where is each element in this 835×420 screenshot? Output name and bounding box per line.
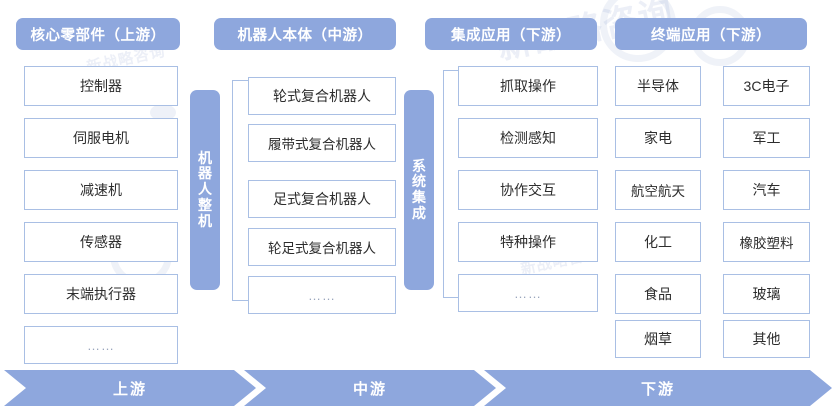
item-box-end-effector[interactable]: 末端执行器 xyxy=(24,274,178,314)
item-box-controller[interactable]: 控制器 xyxy=(24,66,178,106)
vertical-label-system-integration: 系统集成 xyxy=(404,90,434,290)
item-box-tracked-composite-robot[interactable]: 履带式复合机器人 xyxy=(248,124,396,162)
item-box-wheeled-composite-robot[interactable]: 轮式复合机器人 xyxy=(248,77,396,115)
column-header-midstream-robot-body: 机器人本体（中游） xyxy=(214,18,396,50)
item-box-rubber-plastic[interactable]: 橡胶塑料 xyxy=(723,222,810,262)
item-box-home-appliance[interactable]: 家电 xyxy=(615,118,701,158)
item-box-grasping-operation[interactable]: 抓取操作 xyxy=(458,66,598,106)
bracket-connector-downstream xyxy=(443,70,458,298)
item-box-special-operation[interactable]: 特种操作 xyxy=(458,222,598,262)
item-box-detection-perception[interactable]: 检测感知 xyxy=(458,118,598,158)
item-box-more-midstream[interactable]: …… xyxy=(248,276,396,314)
item-box-automobile[interactable]: 汽车 xyxy=(723,170,810,210)
item-box-more-upstream[interactable]: …… xyxy=(24,326,178,364)
item-box-aerospace[interactable]: 航空航天 xyxy=(615,170,701,210)
item-box-3c-electronics[interactable]: 3C电子 xyxy=(723,66,810,106)
vertical-label-text: 机器人整机 xyxy=(198,149,213,229)
ribbon-segment-midstream: 中游 xyxy=(244,370,496,406)
item-box-chemical[interactable]: 化工 xyxy=(615,222,701,262)
item-box-sensor[interactable]: 传感器 xyxy=(24,222,178,262)
ribbon-segment-downstream: 下游 xyxy=(484,370,832,406)
item-box-servo-motor[interactable]: 伺服电机 xyxy=(24,118,178,158)
item-box-tobacco[interactable]: 烟草 xyxy=(615,320,701,358)
item-box-other[interactable]: 其他 xyxy=(723,320,810,358)
vertical-label-robot-whole-machine: 机器人整机 xyxy=(190,90,220,290)
vertical-label-text: 系统集成 xyxy=(412,157,427,221)
item-box-reducer[interactable]: 减速机 xyxy=(24,170,178,210)
item-box-glass[interactable]: 玻璃 xyxy=(723,274,810,314)
bracket-connector-midstream xyxy=(232,80,248,301)
column-header-downstream-terminal-application: 终端应用（下游） xyxy=(615,18,807,50)
column-header-downstream-integrated-application: 集成应用（下游） xyxy=(425,18,597,50)
ribbon-segment-upstream: 上游 xyxy=(4,370,256,406)
item-box-more-integrated[interactable]: …… xyxy=(458,274,598,312)
item-box-collaborative-interaction[interactable]: 协作交互 xyxy=(458,170,598,210)
item-box-legged-composite-robot[interactable]: 足式复合机器人 xyxy=(248,180,396,218)
item-box-military[interactable]: 军工 xyxy=(723,118,810,158)
item-box-wheel-legged-composite-robot[interactable]: 轮足式复合机器人 xyxy=(248,228,396,266)
column-header-upstream-core-components: 核心零部件（上游） xyxy=(16,18,180,50)
item-box-food[interactable]: 食品 xyxy=(615,274,701,314)
item-box-semiconductor[interactable]: 半导体 xyxy=(615,66,701,106)
